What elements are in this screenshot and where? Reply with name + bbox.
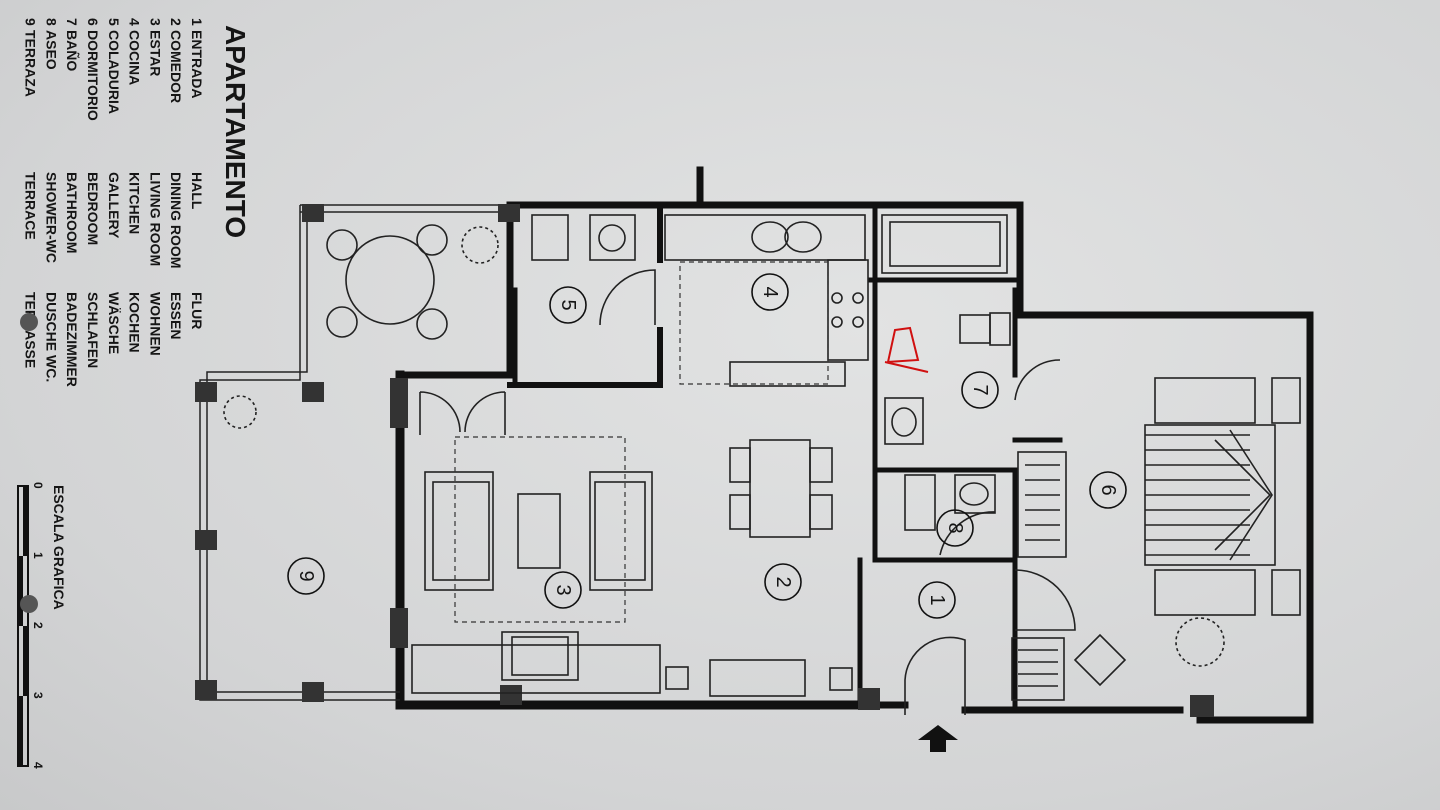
legend-de-6: SCHLAFEN: [85, 292, 101, 368]
room-number: 8: [944, 522, 966, 533]
room-number: 4: [759, 286, 781, 297]
legend-n-2: 2: [168, 18, 184, 26]
legend-de-8: DUSCHE WC.: [43, 292, 59, 382]
legend-n-6: 6: [85, 18, 101, 26]
red-marker-annotation: [884, 326, 929, 373]
legend-en-8: SHOWER-WC: [43, 172, 59, 263]
pin-hole: [20, 595, 38, 613]
scale-bar: ESCALA GRAFICA 0 1 2 3 4: [17, 482, 67, 769]
scale-tick-0: 0: [31, 482, 45, 489]
legend-en-1: HALL: [189, 172, 205, 210]
entrance-arrow-icon: [918, 725, 958, 752]
legend-es-6: DORMITORIO: [85, 30, 101, 121]
legend-en-7: BATHROOM: [64, 172, 80, 253]
legend-en-4: KITCHEN: [127, 172, 143, 234]
legend-n-3: 3: [147, 18, 163, 26]
room-marker-4: 4: [751, 273, 789, 311]
legend-es-8: ASEO: [43, 30, 59, 70]
room-marker-7: 7: [961, 371, 999, 409]
legend-es-1: ENTRADA: [189, 30, 205, 98]
legend-en-5: GALLERY: [106, 172, 122, 239]
legend-de-4: KOCHEN: [127, 292, 143, 353]
room-marker-8: 8: [936, 509, 974, 547]
legend-de-1: FLUR: [189, 292, 205, 329]
legend-n-9: 9: [23, 18, 39, 26]
room-marker-5: 5: [549, 286, 587, 324]
room-number: 2: [772, 576, 794, 587]
legend-en-2: DINING ROOM: [168, 172, 184, 268]
columns: [195, 204, 1214, 717]
room-number: 3: [552, 584, 574, 595]
legend-de-2: ESSEN: [168, 292, 184, 339]
room-number: 9: [295, 570, 317, 581]
room-marker-9: 9: [287, 557, 325, 595]
legend-es-7: BAÑO: [64, 30, 81, 71]
room-number: 1: [926, 594, 948, 605]
legend-de-7: BADEZIMMER: [64, 292, 80, 387]
room-marker-2: 2: [764, 563, 802, 601]
pin-hole: [20, 313, 38, 331]
room-number: 6: [1097, 484, 1119, 495]
legend-en-3: LIVING ROOM: [147, 172, 163, 266]
scale-tick-1: 1: [31, 552, 45, 559]
legend-es-3: ESTAR: [147, 30, 163, 76]
scale-tick-3: 3: [31, 692, 45, 699]
legend-de-3: WOHNEN: [147, 292, 163, 356]
room-markers: 1 2 3 4 5 6 7 8 9: [287, 273, 1127, 619]
legend-en-9: TERRACE: [23, 172, 39, 240]
legend-title: APARTAMENTO: [220, 25, 251, 238]
legend-es-9: TERRAZA: [23, 30, 39, 97]
legend-en-6: BEDROOM: [85, 172, 101, 245]
room-marker-1: 1: [918, 581, 956, 619]
room-number: 7: [969, 384, 991, 395]
legend-es-4: COCINA: [127, 30, 143, 85]
furniture: [223, 214, 1301, 752]
scale-tick-4: 4: [31, 762, 45, 769]
legend-n-1: 1: [189, 18, 205, 26]
legend-n-8: 8: [43, 18, 59, 26]
room-number: 5: [557, 299, 579, 310]
legend-n-4: 4: [127, 18, 143, 26]
scale-tick-2: 2: [31, 622, 45, 629]
legend-n-7: 7: [64, 18, 80, 26]
room-marker-3: 3: [544, 571, 582, 609]
legend-es-5: COLADURIA: [106, 30, 122, 114]
legend-de-5: WÄSCHE: [106, 292, 122, 354]
room-marker-6: 6: [1089, 471, 1127, 509]
walls: [199, 166, 1314, 724]
legend-n-5: 5: [106, 18, 122, 26]
legend-es-2: COMEDOR: [168, 30, 184, 103]
scale-label: ESCALA GRAFICA: [51, 485, 67, 610]
